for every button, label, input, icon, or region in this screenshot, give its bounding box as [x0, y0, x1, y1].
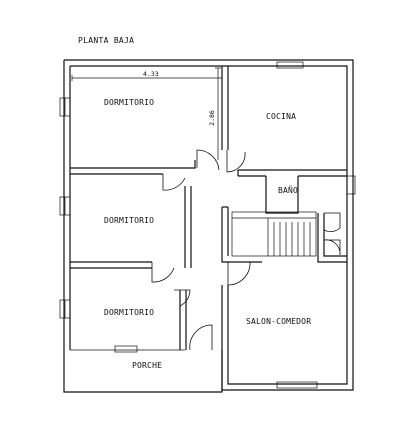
width-dimension: 4.33	[143, 70, 159, 78]
room-label-dormitorio-2: DORMITORIO	[104, 216, 154, 225]
height-dimension: 2.86	[208, 110, 216, 126]
interior-walls	[70, 66, 347, 350]
room-label-salon-comedor: SALON-COMEDOR	[246, 317, 311, 326]
plan-title: PLANTA BAJA	[78, 36, 134, 45]
room-label-porche: PORCHE	[132, 361, 162, 370]
room-label-dormitorio-3: DORMITORIO	[104, 308, 154, 317]
room-label-dormitorio-1: DORMITORIO	[104, 98, 154, 107]
doors	[151, 149, 341, 351]
room-label-bano: BAÑO	[278, 185, 298, 195]
windows	[59, 61, 356, 389]
dimension-lines	[71, 67, 223, 160]
staircase	[231, 211, 317, 257]
room-label-cocina: COCINA	[266, 112, 296, 121]
